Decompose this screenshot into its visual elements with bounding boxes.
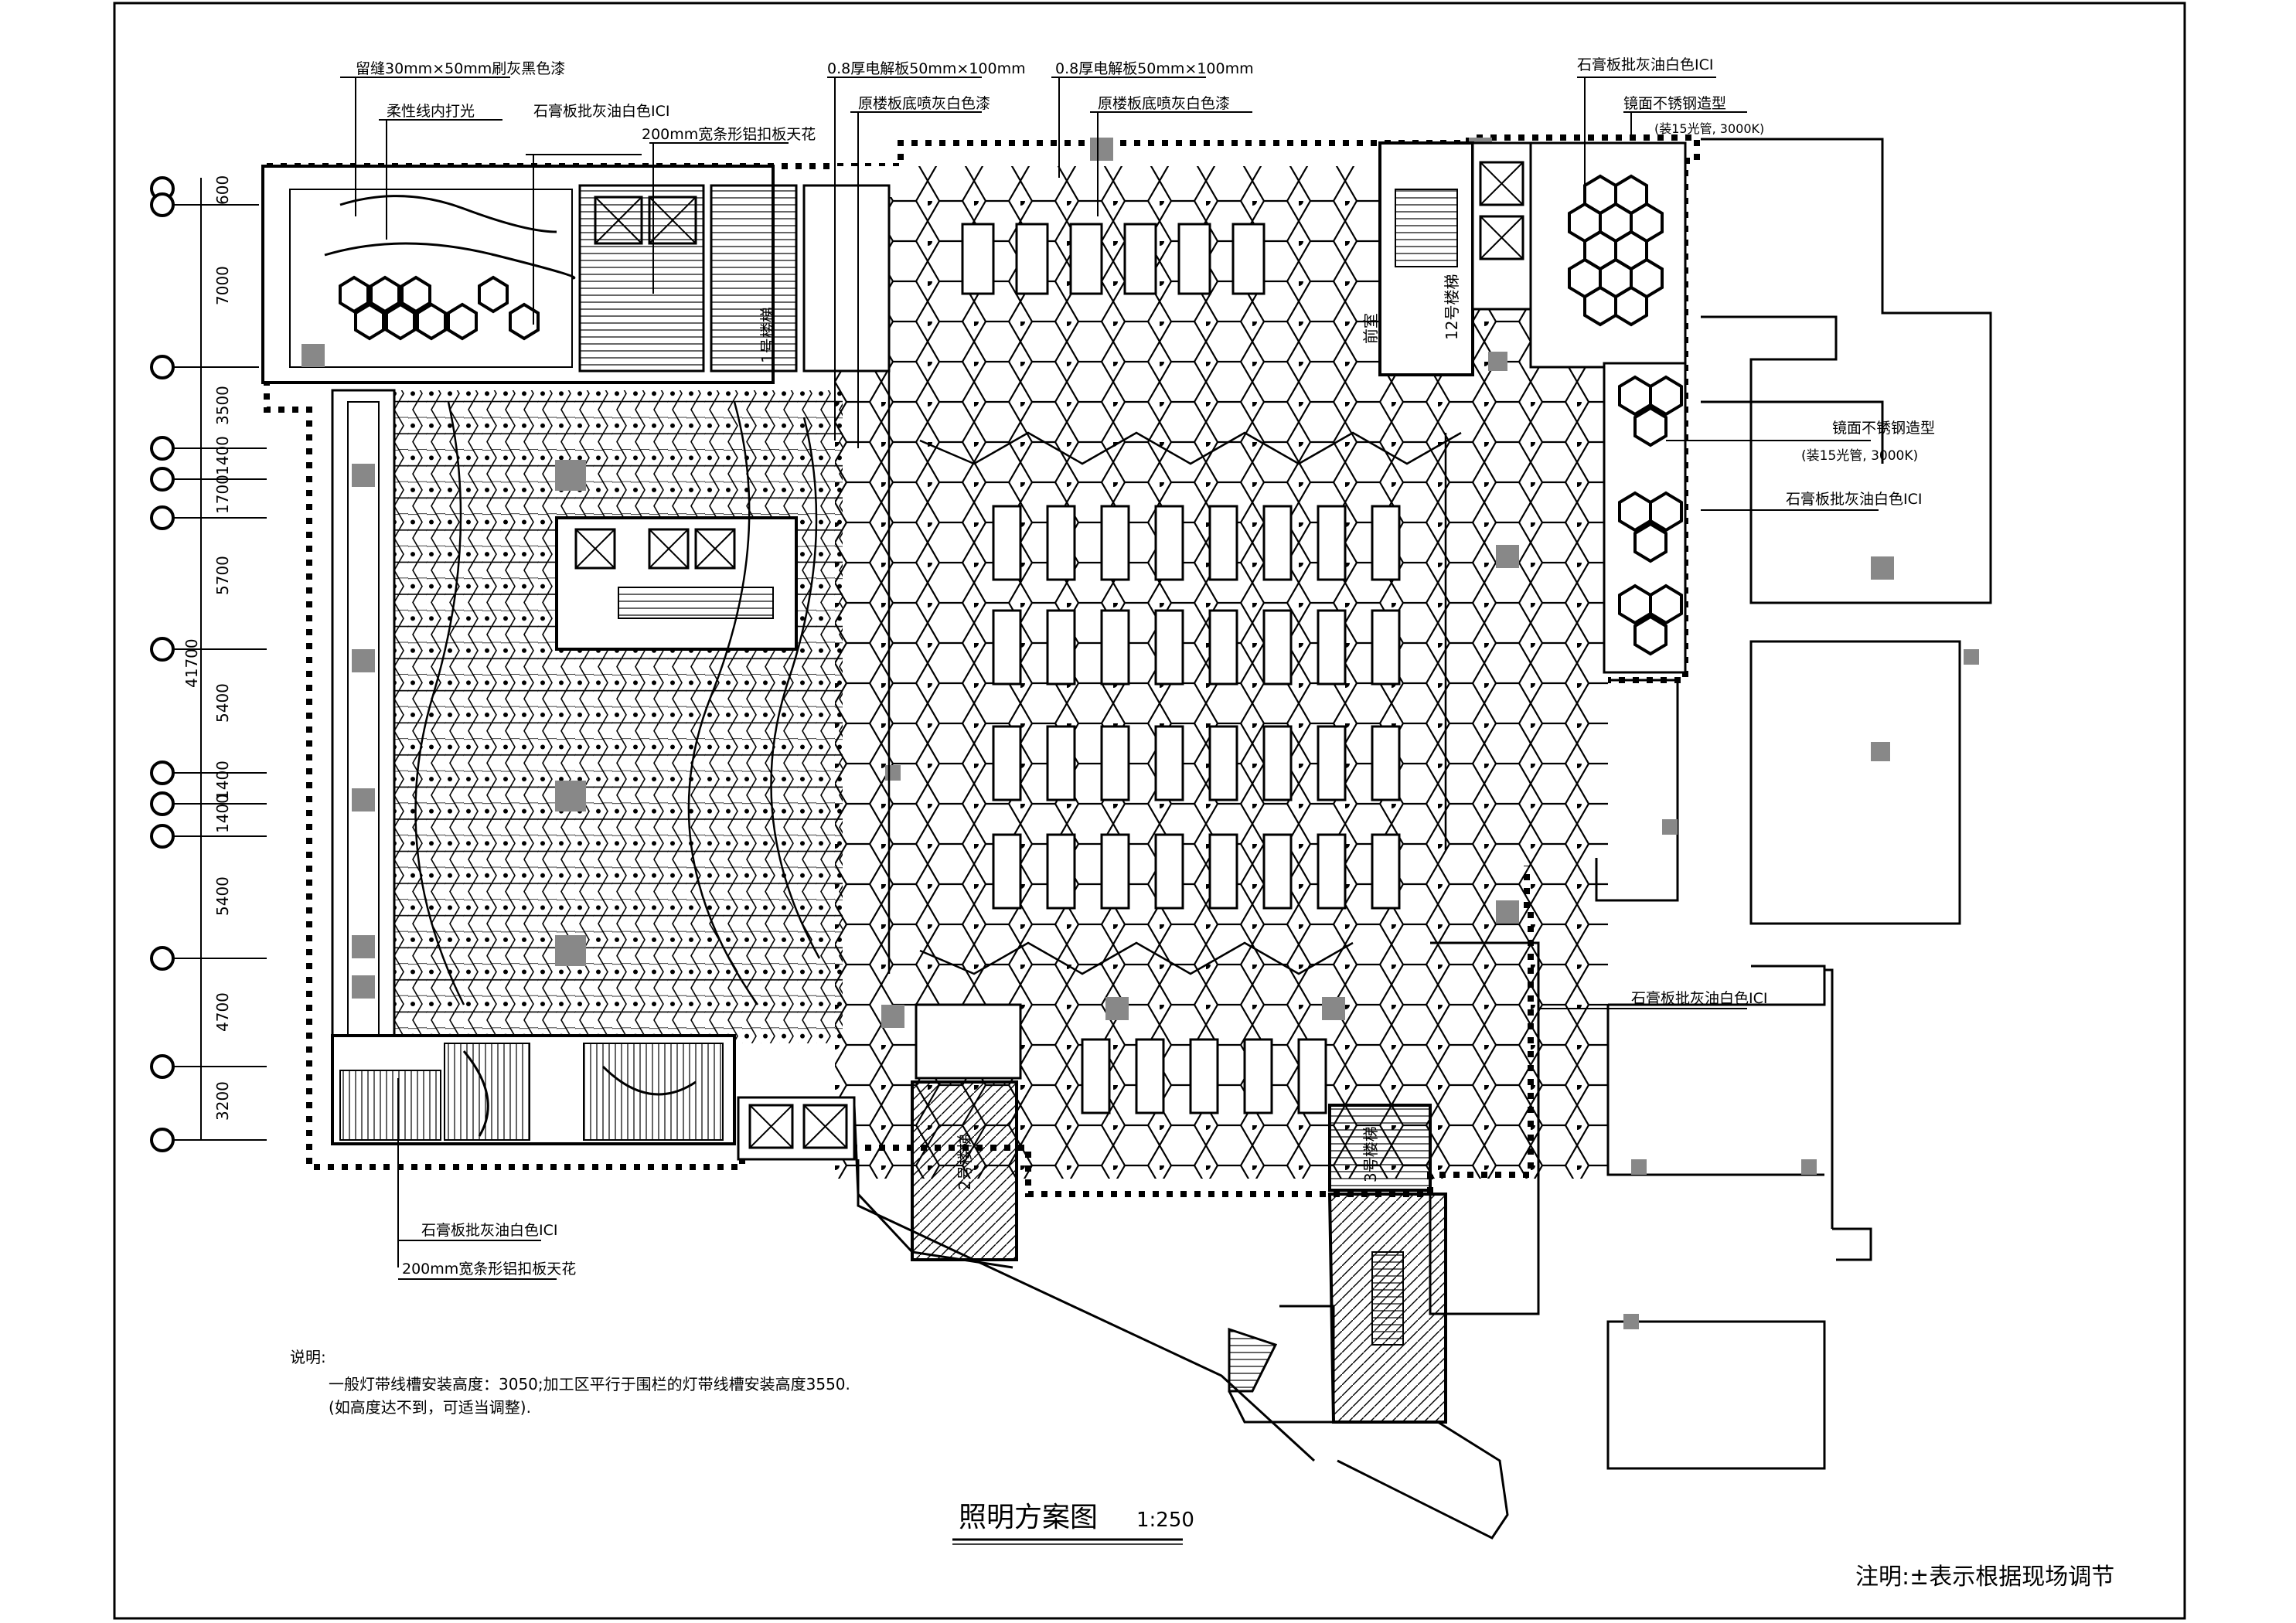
dim-segment-9: 5400	[213, 876, 232, 916]
annotation-plate-1: 0.8厚电解板50mm×100mm	[827, 60, 1026, 77]
drawing-title: 照明方案图	[959, 1502, 1098, 1533]
annotation-tube-tr: (装15光管, 3000K)	[1654, 121, 1764, 136]
adjacent-buildings	[1595, 138, 1992, 1470]
annotation-gypsum-r2: 石膏板批灰油白色ICI	[1631, 989, 1767, 1007]
dim-segment-1: 7000	[213, 266, 232, 305]
annotation-flex-light: 柔性线内打光	[387, 103, 475, 120]
drawing-frame	[113, 2, 2186, 1620]
annotation-plate-2: 0.8厚电解板50mm×100mm	[1055, 60, 1254, 77]
northwest-feature	[339, 275, 540, 341]
annotation-gypsum-tr: 石膏板批灰油白色ICI	[1577, 56, 1713, 73]
dim-total: 41700	[182, 638, 201, 688]
notes-line-1: 一般灯带线槽安装高度：3050;加工区平行于围栏的灯带线槽安装高度3550.	[329, 1375, 850, 1393]
stair-1	[710, 184, 798, 373]
light-strip-rows	[961, 223, 1401, 1114]
annotation-aluminum-b: 200mm宽条形铝扣板天花	[402, 1261, 576, 1278]
label-stair-12: 12号楼梯	[1443, 274, 1461, 340]
annotation-floor-1: 原楼板底喷灰白色漆	[858, 95, 990, 112]
stair-2	[911, 1080, 1018, 1261]
stair-3-top	[1328, 1104, 1432, 1192]
mirror-feature-north	[1529, 141, 1687, 369]
dim-segment-2: 3500	[213, 386, 232, 425]
grid-bubbles	[150, 176, 175, 1152]
annotation-tube-r: (装15光管, 3000K)	[1801, 448, 1918, 464]
label-stair-3: 3号楼梯	[1361, 1126, 1380, 1182]
dim-segment-3: 1400	[213, 436, 232, 475]
light-strip-wiring	[414, 193, 1462, 1005]
notes-line-2: (如高度达不到，可适当调整).	[329, 1398, 531, 1417]
annotation-aluminum-tl: 200mm宽条形铝扣板天花	[642, 126, 816, 143]
hex-ceiling-west	[394, 390, 843, 1043]
annotation-mirror-r: 镜面不锈钢造型	[1832, 420, 1935, 437]
label-front-room: 前室	[1361, 313, 1380, 344]
dim-segment-11: 3200	[213, 1081, 232, 1121]
dim-segment-10: 4700	[213, 992, 232, 1032]
dim-segment-8: 1400	[213, 794, 232, 833]
elevator-lobby	[578, 184, 705, 373]
notes-heading: 说明:	[290, 1348, 326, 1366]
dim-segment-7: 1400	[213, 760, 232, 800]
annotation-gypsum-tl: 石膏板批灰油白色ICI	[533, 102, 669, 120]
footer-note: 注明:±表示根据现场调节	[1855, 1563, 2115, 1591]
dim-segment-0: 600	[213, 175, 232, 205]
drawing-scale: 1:250	[1136, 1509, 1194, 1532]
leader-lines	[340, 77, 1879, 1280]
annotation-gypsum-r1: 石膏板批灰油白色ICI	[1786, 490, 1922, 508]
central-core	[555, 516, 798, 651]
dimension-line	[162, 178, 267, 1141]
south-core-upper	[915, 1003, 1022, 1080]
label-stair-1: 1号楼梯	[758, 307, 777, 363]
dim-segment-4: 1700	[213, 475, 232, 514]
annotation-gypsum-b: 石膏板批灰油白色ICI	[421, 1221, 557, 1239]
label-stair-2: 2号楼梯	[956, 1134, 974, 1190]
annotation-gap-paint: 留缝30mm×50mm刷灰黑色漆	[356, 60, 565, 77]
title-block: 照明方案图 1:250	[952, 1502, 1194, 1545]
dim-segment-6: 5400	[213, 683, 232, 723]
dim-segment-5: 5700	[213, 556, 232, 595]
annotation-mirror-tr: 镜面不锈钢造型	[1623, 95, 1726, 112]
annotation-floor-2: 原楼板底喷灰白色漆	[1098, 95, 1230, 112]
